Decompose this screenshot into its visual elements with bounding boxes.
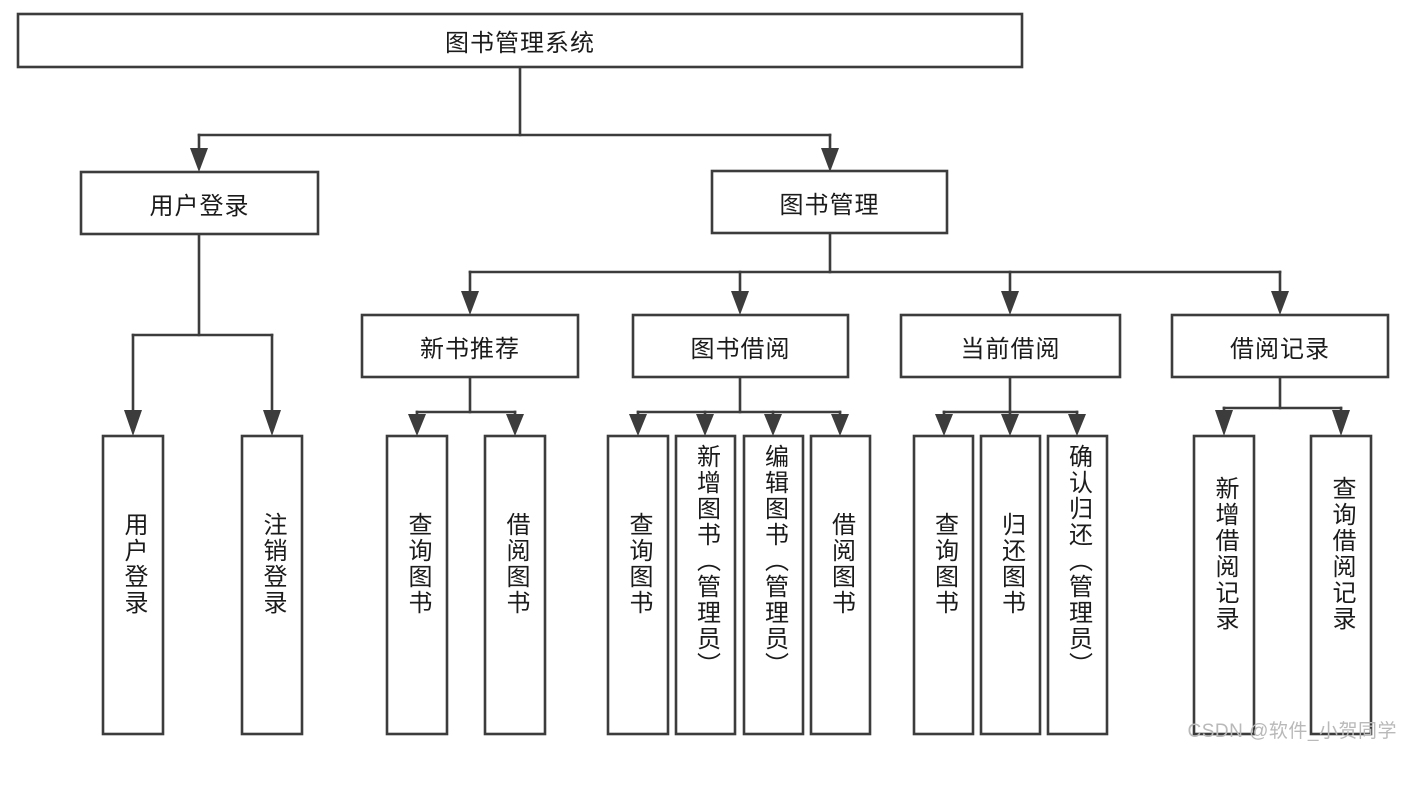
arrow-head-book-manage [821, 148, 839, 172]
arrow-head-leaf-borrow-book-2 [831, 414, 849, 436]
node-box-leaf-add-book[interactable] [674, 434, 737, 736]
node-box-user-login[interactable] [79, 170, 320, 236]
node-box-leaf-query-book-1[interactable] [385, 434, 449, 736]
node-box-new-book-rec[interactable] [360, 313, 580, 379]
arrow-head-new-book-rec [461, 291, 479, 315]
connector-layer [124, 65, 1350, 436]
arrow-head-leaf-add-record [1215, 410, 1233, 436]
node-box-root[interactable] [16, 12, 1024, 69]
arrow-head-book-borrow [731, 291, 749, 315]
node-box-book-manage[interactable] [710, 169, 949, 235]
node-box-leaf-add-record[interactable] [1192, 434, 1256, 736]
arrow-head-current-borrow [1001, 291, 1019, 315]
node-box-layer [16, 12, 1390, 736]
node-box-leaf-confirm-return[interactable] [1046, 434, 1109, 736]
arrow-head-leaf-confirm-return [1068, 414, 1086, 436]
arrow-head-leaf-user-login [124, 410, 142, 436]
arrow-head-leaf-query-book-3 [935, 414, 953, 436]
arrow-head-leaf-query-book-1 [408, 414, 426, 436]
node-box-borrow-record[interactable] [1170, 313, 1390, 379]
node-box-leaf-edit-book[interactable] [742, 434, 805, 736]
node-box-leaf-return-book[interactable] [979, 434, 1042, 736]
arrow-head-leaf-borrow-book-1 [506, 414, 524, 436]
node-box-leaf-borrow-book-1[interactable] [483, 434, 547, 736]
node-box-leaf-logout[interactable] [240, 434, 304, 736]
arrow-head-leaf-return-book [1001, 414, 1019, 436]
arrow-head-leaf-add-book [696, 414, 714, 436]
watermark-text: CSDN @软件_小贺同学 [1187, 721, 1397, 742]
arrow-head-leaf-edit-book [764, 414, 782, 436]
node-box-leaf-user-login[interactable] [101, 434, 165, 736]
node-box-leaf-query-record[interactable] [1309, 434, 1373, 736]
node-box-current-borrow[interactable] [899, 313, 1122, 379]
arrow-head-user-login [190, 148, 208, 172]
diagram-canvas [16, 12, 1390, 736]
arrow-head-borrow-record [1271, 291, 1289, 315]
node-box-book-borrow[interactable] [631, 313, 850, 379]
node-box-leaf-query-book-3[interactable] [912, 434, 975, 736]
functional-structure-diagram: 图书管理系统 用户登录 图书管理 新书推荐 图书借阅 当前借阅 借阅记录 用户登… [16, 12, 1397, 742]
arrow-head-leaf-query-record [1332, 410, 1350, 436]
arrow-head-leaf-logout [263, 410, 281, 436]
arrow-head-leaf-query-book-2 [629, 414, 647, 436]
node-box-leaf-query-book-2[interactable] [606, 434, 670, 736]
node-box-leaf-borrow-book-2[interactable] [809, 434, 872, 736]
